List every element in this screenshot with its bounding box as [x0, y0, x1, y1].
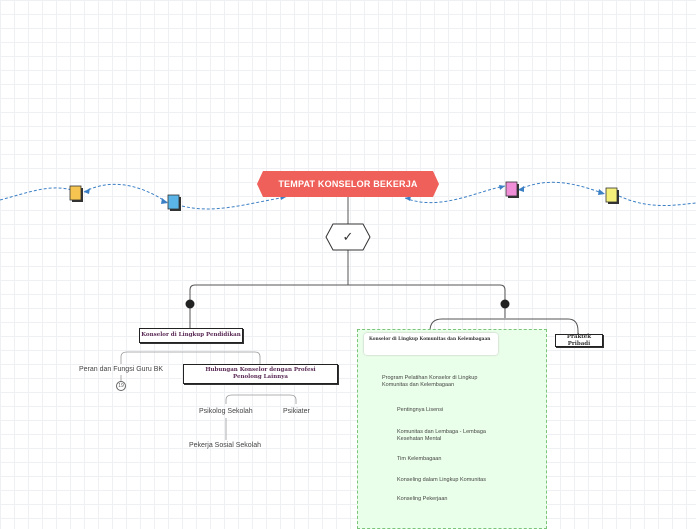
relationship-lines — [0, 181, 696, 210]
central-topic[interactable]: TEMPAT KONSELOR BEKERJA — [278, 179, 418, 189]
program-topic[interactable]: Program Pelatihan Konselor di Lingkup Ko… — [382, 375, 478, 389]
note-icon[interactable] — [69, 185, 83, 202]
relation-topic[interactable]: Hubungan Konselor dengan Profesi Penolon… — [183, 364, 338, 384]
relationship-arrows — [84, 185, 605, 204]
school-counselor-topic[interactable]: Konselor di Lingkup Pendidikan — [139, 328, 243, 343]
community-topic[interactable]: Konselor di Lingkup Komunitas dan Kelemb… — [364, 333, 498, 355]
tree-lines — [189, 197, 579, 334]
junction-dot-right[interactable] — [500, 299, 510, 309]
community-item[interactable]: Komunitas dan Lembaga - Lembaga Kesehata… — [397, 429, 486, 443]
note-icon[interactable] — [605, 187, 619, 204]
central-topic-shape[interactable] — [257, 171, 439, 197]
junction-dot-left[interactable] — [185, 299, 195, 309]
role-count-badge[interactable]: 19 — [116, 381, 126, 391]
social-worker-topic[interactable]: Pekerja Sosial Sekolah — [189, 442, 261, 449]
community-item[interactable]: Tim Kelembagaan — [397, 456, 442, 462]
private-practice-topic[interactable]: Praktek Pribadi — [555, 334, 603, 347]
role-topic[interactable]: Peran dan Fungsi Guru BK — [79, 366, 164, 373]
check-node[interactable] — [325, 223, 371, 251]
community-item[interactable]: Konseling Pekerjaan — [397, 496, 448, 502]
community-item[interactable]: Konseling dalam Lingkup Komunitas — [397, 477, 486, 483]
psychiatrist-topic[interactable]: Psikiater — [283, 408, 310, 415]
note-icon[interactable] — [167, 194, 181, 211]
note-icon[interactable] — [505, 181, 519, 198]
psychologist-topic[interactable]: Psikolog Sekolah — [199, 408, 253, 415]
checkmark-icon: ✓ — [342, 229, 354, 244]
community-item[interactable]: Pentingnya Lisensi — [397, 407, 444, 413]
community-boundary — [357, 329, 547, 529]
